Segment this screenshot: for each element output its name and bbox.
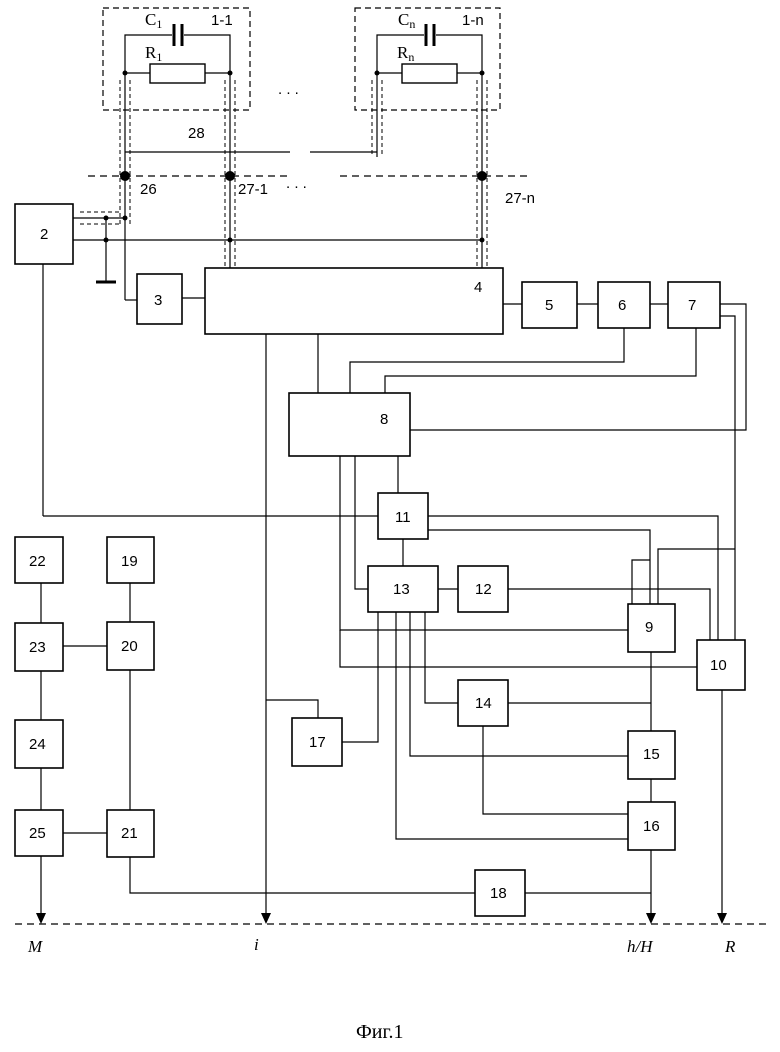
block-4 [205, 268, 503, 334]
svg-text:8: 8 [380, 411, 388, 428]
svg-text:23: 23 [29, 639, 46, 656]
output-r-label: R [724, 937, 736, 956]
svg-text:10: 10 [710, 657, 727, 674]
ellipsis-mid: . . . [286, 175, 307, 192]
svg-text:12: 12 [475, 581, 492, 598]
svg-text:20: 20 [121, 638, 138, 655]
ellipsis-top: . . . [278, 81, 299, 98]
resistor-rn-label: Rn [397, 43, 414, 64]
label-27-1: 27-1 [238, 181, 268, 198]
output-m-label: M [27, 937, 43, 956]
sensor-1-n-label: 1-n [462, 12, 484, 29]
label-26: 26 [140, 181, 157, 198]
capacitor-c1-label: C1 [145, 10, 162, 31]
svg-text:7: 7 [688, 297, 696, 314]
svg-text:16: 16 [643, 818, 660, 835]
svg-text:18: 18 [490, 885, 507, 902]
capacitor-cn-label: Cn [398, 10, 415, 31]
block-8 [289, 393, 410, 456]
sensor-1-1-label: 1-1 [211, 12, 233, 29]
svg-text:22: 22 [29, 553, 46, 570]
svg-text:14: 14 [475, 695, 492, 712]
svg-text:25: 25 [29, 825, 46, 842]
svg-text:5: 5 [545, 297, 553, 314]
svg-text:4: 4 [474, 279, 482, 296]
resistor-r1-label: R1 [145, 43, 162, 64]
svg-text:24: 24 [29, 736, 46, 753]
svg-text:15: 15 [643, 746, 660, 763]
svg-text:17: 17 [309, 734, 326, 751]
svg-text:21: 21 [121, 825, 138, 842]
figure-caption: Фиг.1 [356, 1021, 403, 1043]
svg-text:9: 9 [645, 619, 653, 636]
svg-text:6: 6 [618, 297, 626, 314]
svg-text:3: 3 [154, 292, 162, 309]
svg-text:11: 11 [395, 509, 411, 526]
bus-28-label: 28 [188, 125, 205, 142]
svg-text:13: 13 [393, 581, 410, 598]
label-27-n: 27-n [505, 190, 535, 207]
svg-text:2: 2 [40, 226, 48, 243]
output-hh-label: h/H [627, 937, 654, 956]
svg-text:19: 19 [121, 553, 138, 570]
output-i-label: i [254, 935, 259, 954]
